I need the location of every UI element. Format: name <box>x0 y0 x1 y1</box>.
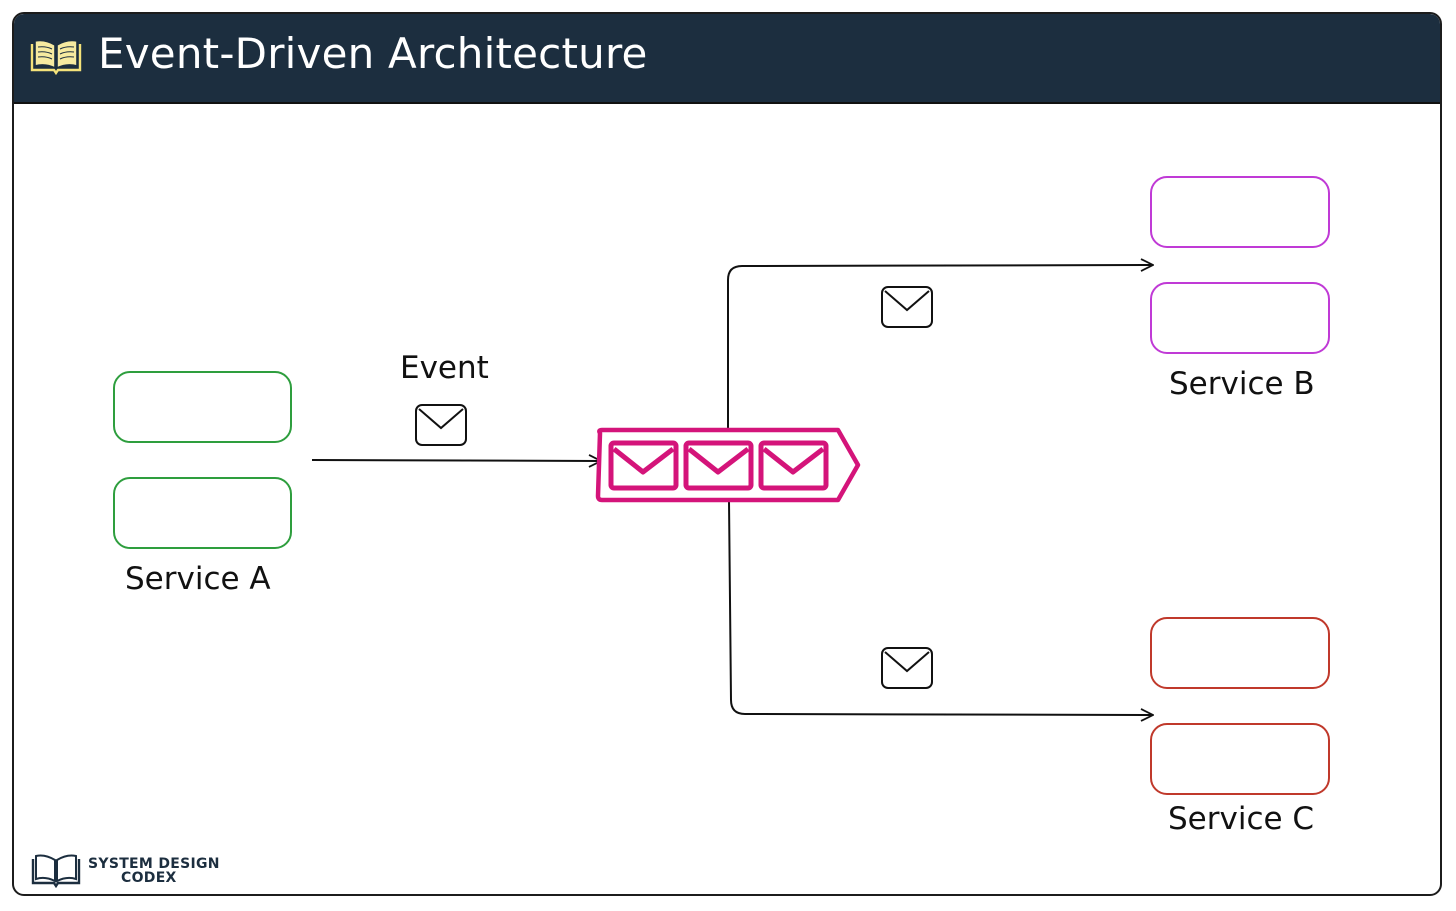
service-b-box-1 <box>1150 176 1330 248</box>
service-c-label: Service C <box>1168 801 1315 837</box>
arrow-queue-to-b <box>727 265 1152 430</box>
service-c-box-1 <box>1150 617 1330 689</box>
envelope-to-b-icon <box>881 286 933 328</box>
arrow-queue-to-c <box>728 500 1152 715</box>
page-title: Event-Driven Architecture <box>98 29 648 78</box>
event-label: Event <box>400 350 489 386</box>
brand-line-1: SYSTEM DESIGN <box>88 856 220 872</box>
queue-envelope-icon <box>608 440 679 491</box>
diagram-frame: Event-Driven Architecture <box>12 12 1442 896</box>
envelope-to-c-icon <box>881 647 933 689</box>
service-b-box-2 <box>1150 282 1330 354</box>
message-queue <box>595 427 861 503</box>
service-a-box-1 <box>113 371 292 443</box>
event-envelope-icon <box>415 404 467 446</box>
arrow-a-to-queue <box>311 460 600 461</box>
service-a-label: Service A <box>125 561 271 597</box>
service-b-label: Service B <box>1169 366 1315 402</box>
queue-envelope-icon <box>683 440 754 491</box>
brand-line-2: CODEX <box>121 870 177 886</box>
service-a-box-2 <box>113 477 292 549</box>
queue-envelope-icon <box>758 440 829 491</box>
open-book-icon <box>31 854 81 888</box>
open-book-icon <box>30 39 82 76</box>
title-bar: Event-Driven Architecture <box>14 14 1440 104</box>
service-c-box-2 <box>1150 723 1330 795</box>
